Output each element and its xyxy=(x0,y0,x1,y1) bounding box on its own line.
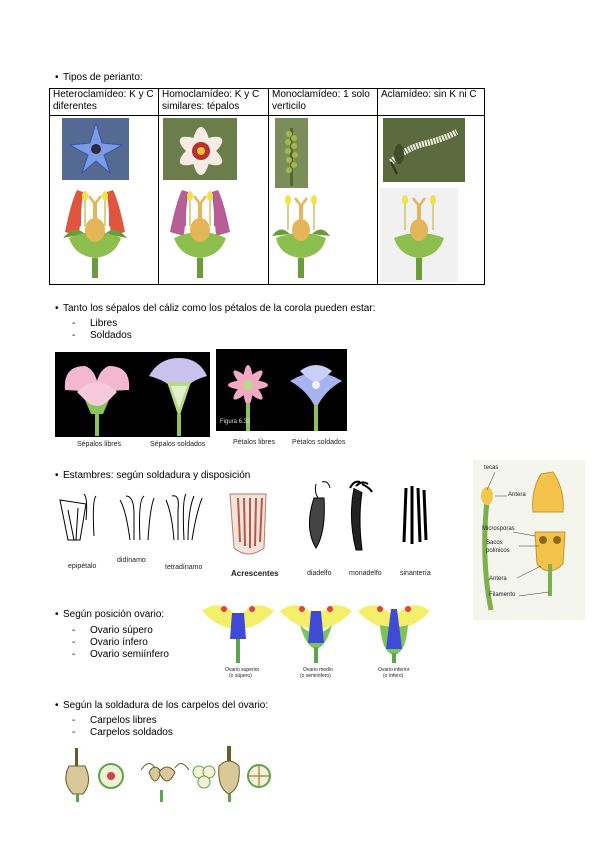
stamen-union-drawing xyxy=(309,480,428,551)
list-item: -Soldados xyxy=(72,330,132,341)
label-filamento: Filamento xyxy=(489,592,516,598)
label-polinicos: polínicos xyxy=(486,548,510,554)
bullet-tipos-perianto: •Tipos de perianto: xyxy=(55,72,143,83)
ovary-position-figure xyxy=(202,605,430,663)
list-item-text: Ovario ínfero xyxy=(90,637,148,648)
spike-plant-photo xyxy=(275,118,308,188)
caption-o-supero: (o súpero) xyxy=(229,673,252,679)
caption-petalos-soldados: Pétalos soldados xyxy=(292,439,346,446)
heteroclamideo-diagram xyxy=(63,190,127,278)
borage-photo xyxy=(62,118,129,180)
list-item-text: Carpelos soldados xyxy=(90,727,173,738)
label-microsporas: Microsporas xyxy=(482,526,515,532)
caption-sepalos-libres: Sépalos libres xyxy=(77,441,121,448)
bullet-sepalos-petalos: •Tanto los sépalos del cáliz como los pé… xyxy=(55,303,376,314)
bullet-posicion-ovario: •Según posición ovario: xyxy=(55,609,165,620)
list-item-text: Carpelos libres xyxy=(90,715,157,726)
bullet-text: Tanto los sépalos del cáliz como los pét… xyxy=(63,303,376,314)
list-item-text: Libres xyxy=(90,318,118,329)
list-item: -Ovario súpero xyxy=(72,625,153,636)
table-header-aclamideo: Aclamídeo: sin K ni C xyxy=(377,88,485,116)
list-item: -Carpelos soldados xyxy=(72,727,173,738)
stamen-types-drawing xyxy=(59,493,203,541)
caption-sinanteria: sinantería xyxy=(400,570,431,577)
carpel-fusion-figure xyxy=(65,746,271,802)
caption-epipetalo: epipétalo xyxy=(68,563,97,570)
caption-diadelfo: diadelfo xyxy=(307,570,332,577)
bullet-text: Tipos de perianto: xyxy=(63,72,143,83)
caption-petalos-libres: Pétalos libres xyxy=(233,439,276,446)
bullet-estambres: •Estambres: según soldadura y disposició… xyxy=(55,470,251,481)
bullet-soldadura-carpelos: •Según la soldadura de los carpelos del … xyxy=(55,700,269,711)
table-header-heteroclamideo: Heteroclamídeo: K y C diferentes xyxy=(49,88,159,116)
label-antera-top: Antera xyxy=(508,492,526,498)
sepalos-figure xyxy=(55,352,210,437)
list-item-text: Ovario súpero xyxy=(90,625,153,636)
caption-figura: Figura 6.32 xyxy=(220,419,251,425)
label-sacos: Sacos xyxy=(486,540,503,546)
table-header-monoclamideo: Monoclamídeo: 1 solo verticilo xyxy=(268,88,378,116)
list-item-text: Soldados xyxy=(90,330,132,341)
label-antera-bottom: Antera xyxy=(489,576,507,582)
monoclamideo-diagram xyxy=(272,195,330,278)
lily-photo xyxy=(163,118,237,180)
bullet-text: Estambres: según soldadura y disposición xyxy=(63,470,251,481)
caption-acrescentes: Acrescentes xyxy=(231,569,279,578)
caption-ovario-inferior: Ovario inferior xyxy=(378,667,410,673)
caption-ovario-superior: Ovario superior xyxy=(225,667,260,673)
list-item: -Libres xyxy=(72,318,118,329)
bullet-text: Según la soldadura de los carpelos del o… xyxy=(63,700,269,711)
list-item: -Ovario semiínfero xyxy=(72,649,169,660)
homoclamideo-diagram xyxy=(170,190,230,278)
caption-sepalos-soldados: Sépalos soldados xyxy=(150,441,206,448)
caption-monadelfo: monadelfo xyxy=(349,570,382,577)
petalos-figure: Figura 6.32 xyxy=(216,349,347,431)
bullet-text: Según posición ovario: xyxy=(63,609,165,620)
acrescentes-drawing xyxy=(229,493,267,555)
caption-ovario-medio: Ovario medio xyxy=(303,667,333,673)
catkin-photo xyxy=(383,118,465,182)
list-item: -Ovario ínfero xyxy=(72,637,148,648)
stamen-anatomy-figure xyxy=(473,460,585,620)
caption-tetradinamo: tetradínamo xyxy=(165,564,203,571)
caption-didinamo: didínamo xyxy=(117,557,146,564)
list-item: -Carpelos libres xyxy=(72,715,157,726)
list-item-text: Ovario semiínfero xyxy=(90,649,169,660)
caption-o-infero: (o ínfero) xyxy=(383,673,404,679)
aclamideo-diagram xyxy=(380,188,458,282)
table-header-homoclamideo: Homoclamídeo: K y C similares: tépalos xyxy=(158,88,269,116)
label-tecas: tecas xyxy=(484,465,499,471)
caption-o-semiinfero: (o semiínfero) xyxy=(300,673,331,679)
